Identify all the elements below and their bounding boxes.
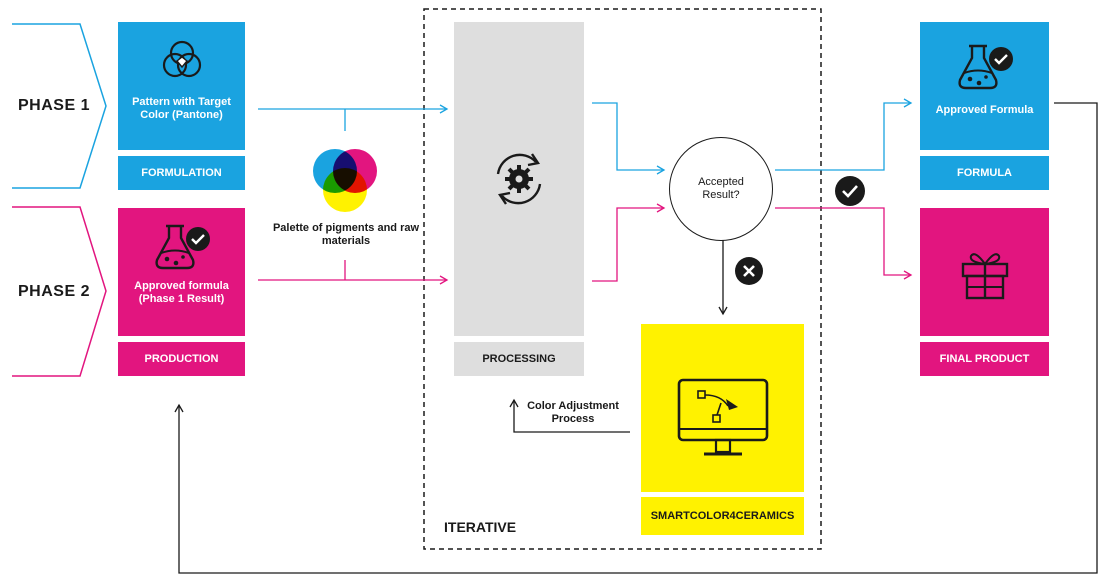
phase1-chevron <box>12 23 107 189</box>
check-icon <box>835 176 865 206</box>
formula-tag: FORMULA <box>920 156 1049 190</box>
color-adjustment-label: Color Adjustment Process <box>527 400 619 425</box>
flask-check-icon <box>154 224 210 270</box>
smartcolor-panel <box>641 324 804 492</box>
gift-icon <box>961 253 1008 300</box>
approved-formula-output-tile: Approved Formula <box>920 22 1049 150</box>
monitor-vector-icon <box>677 378 769 456</box>
formulation-tag: FORMULATION <box>118 156 245 190</box>
decision-circle: Accepted Result? <box>669 137 773 241</box>
approved-formula-tile: Approved formula (Phase 1 Result) <box>118 208 245 336</box>
gear-refresh-icon <box>496 153 542 205</box>
flask-check-icon <box>957 44 1013 90</box>
pattern-tile-text: Pattern with Target Color (Pantone) <box>132 96 231 121</box>
final-product-tag: FINAL PRODUCT <box>920 342 1049 376</box>
iterative-frame <box>423 8 822 550</box>
phase-1-label: PHASE 1 <box>18 97 90 114</box>
iterative-label: ITERATIVE <box>444 519 517 535</box>
pattern-tile: Pattern with Target Color (Pantone) <box>118 22 245 150</box>
palette-label: Palette of pigments and raw materials <box>272 222 420 247</box>
approved-formula-output-text: Approved Formula <box>935 104 1034 116</box>
final-product-tile <box>920 208 1049 336</box>
production-tag: PRODUCTION <box>118 342 245 376</box>
reject-icon <box>735 257 763 285</box>
smartcolor-tag: SMARTCOLOR4CERAMICS <box>641 497 804 535</box>
decision-label: Accepted Result? <box>698 176 744 201</box>
phase2-chevron <box>12 206 107 377</box>
approved-formula-text: Approved formula (Phase 1 Result) <box>134 280 229 305</box>
processing-tag: PROCESSING <box>454 342 584 376</box>
cmy-circles-icon <box>313 149 377 212</box>
overlapping-circles-icon <box>162 40 201 78</box>
phase-2-label: PHASE 2 <box>18 283 90 300</box>
